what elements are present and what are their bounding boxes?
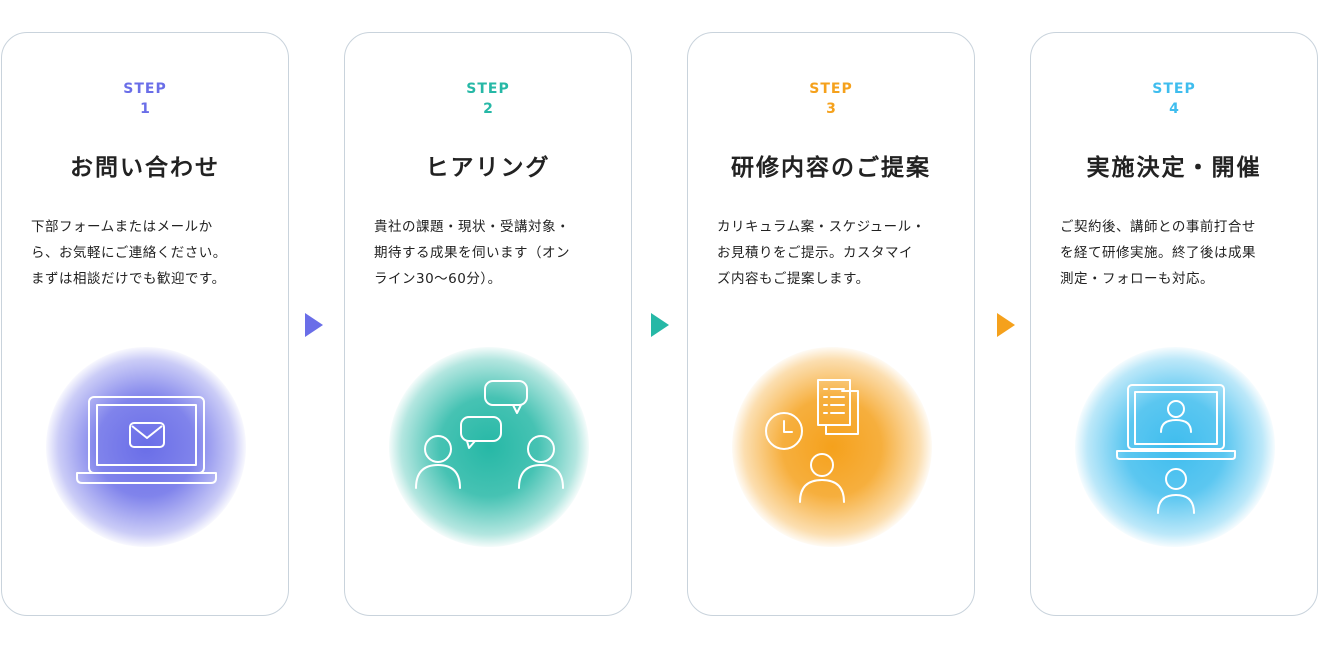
- description-line: まずは相談だけでも歓迎です。: [31, 271, 226, 287]
- arrow-right-icon: [997, 313, 1015, 337]
- people-chat-icon: [415, 380, 564, 489]
- proposal-illustration: [732, 347, 932, 547]
- step-description: カリキュラム案・スケジュール・ お見積りをご提示。カスタマイ ズ内容もご提案しま…: [717, 214, 949, 292]
- step-title: ヒアリング: [425, 155, 551, 181]
- step-card-4: STEP 4 実施決定・開催 ご契約後、講師との事前打合せ を経て研修実施。終了…: [1030, 32, 1318, 616]
- description-line: お見積りをご提示。カスタマイ: [717, 245, 913, 261]
- glow-circle: [389, 347, 589, 547]
- step-label: STEP: [123, 81, 167, 97]
- online-training-illustration: [1075, 347, 1275, 547]
- step-title: 研修内容のご提案: [731, 155, 931, 181]
- proposal-document-icon: [765, 379, 859, 503]
- step-description: ご契約後、講師との事前打合せ を経て研修実施。終了後は成果 測定・フォローも対応…: [1060, 214, 1292, 292]
- step-number: 4: [1169, 101, 1179, 117]
- step-number: 3: [826, 101, 836, 117]
- step-number: 2: [483, 101, 493, 117]
- description-line: カリキュラム案・スケジュール・: [717, 219, 926, 235]
- step-card-1: STEP 1 お問い合わせ 下部フォームまたはメールか ら、お気軽にご連絡くださ…: [1, 32, 289, 616]
- arrow-right-icon: [305, 313, 323, 337]
- description-line: ら、お気軽にご連絡ください。: [31, 245, 227, 261]
- step-title: 実施決定・開催: [1086, 155, 1262, 181]
- online-training-icon: [1116, 384, 1236, 514]
- description-line: を経て研修実施。終了後は成果: [1060, 245, 1256, 261]
- step-label: STEP: [466, 81, 510, 97]
- description-line: 下部フォームまたはメールか: [31, 219, 213, 235]
- step-label: STEP: [1152, 81, 1196, 97]
- description-line: 貴社の課題・現状・受講対象・: [374, 219, 570, 235]
- step-card-2: STEP 2 ヒアリング 貴社の課題・現状・受講対象・ 期待する成果を伺います（…: [344, 32, 632, 616]
- description-line: ライン30〜60分）。: [374, 271, 502, 287]
- description-line: 期待する成果を伺います（オン: [374, 245, 570, 261]
- description-line: 測定・フォローも対応。: [1060, 271, 1214, 287]
- step-description: 下部フォームまたはメールか ら、お気軽にご連絡ください。 まずは相談だけでも歓迎…: [31, 214, 263, 292]
- step-title: お問い合わせ: [70, 155, 220, 181]
- step-card-3: STEP 3 研修内容のご提案 カリキュラム案・スケジュール・ お見積りをご提示…: [687, 32, 975, 616]
- description-line: ご契約後、講師との事前打合せ: [1060, 219, 1256, 235]
- people-chat-illustration: [389, 347, 589, 547]
- glow-circle: [1075, 347, 1275, 547]
- step-number: 1: [140, 101, 150, 117]
- step-label: STEP: [809, 81, 853, 97]
- description-line: ズ内容もご提案します。: [717, 271, 870, 287]
- arrow-right-icon: [651, 313, 669, 337]
- laptop-mail-illustration: [46, 347, 246, 547]
- step-description: 貴社の課題・現状・受講対象・ 期待する成果を伺います（オン ライン30〜60分）…: [374, 214, 606, 292]
- laptop-mail-icon: [76, 396, 217, 484]
